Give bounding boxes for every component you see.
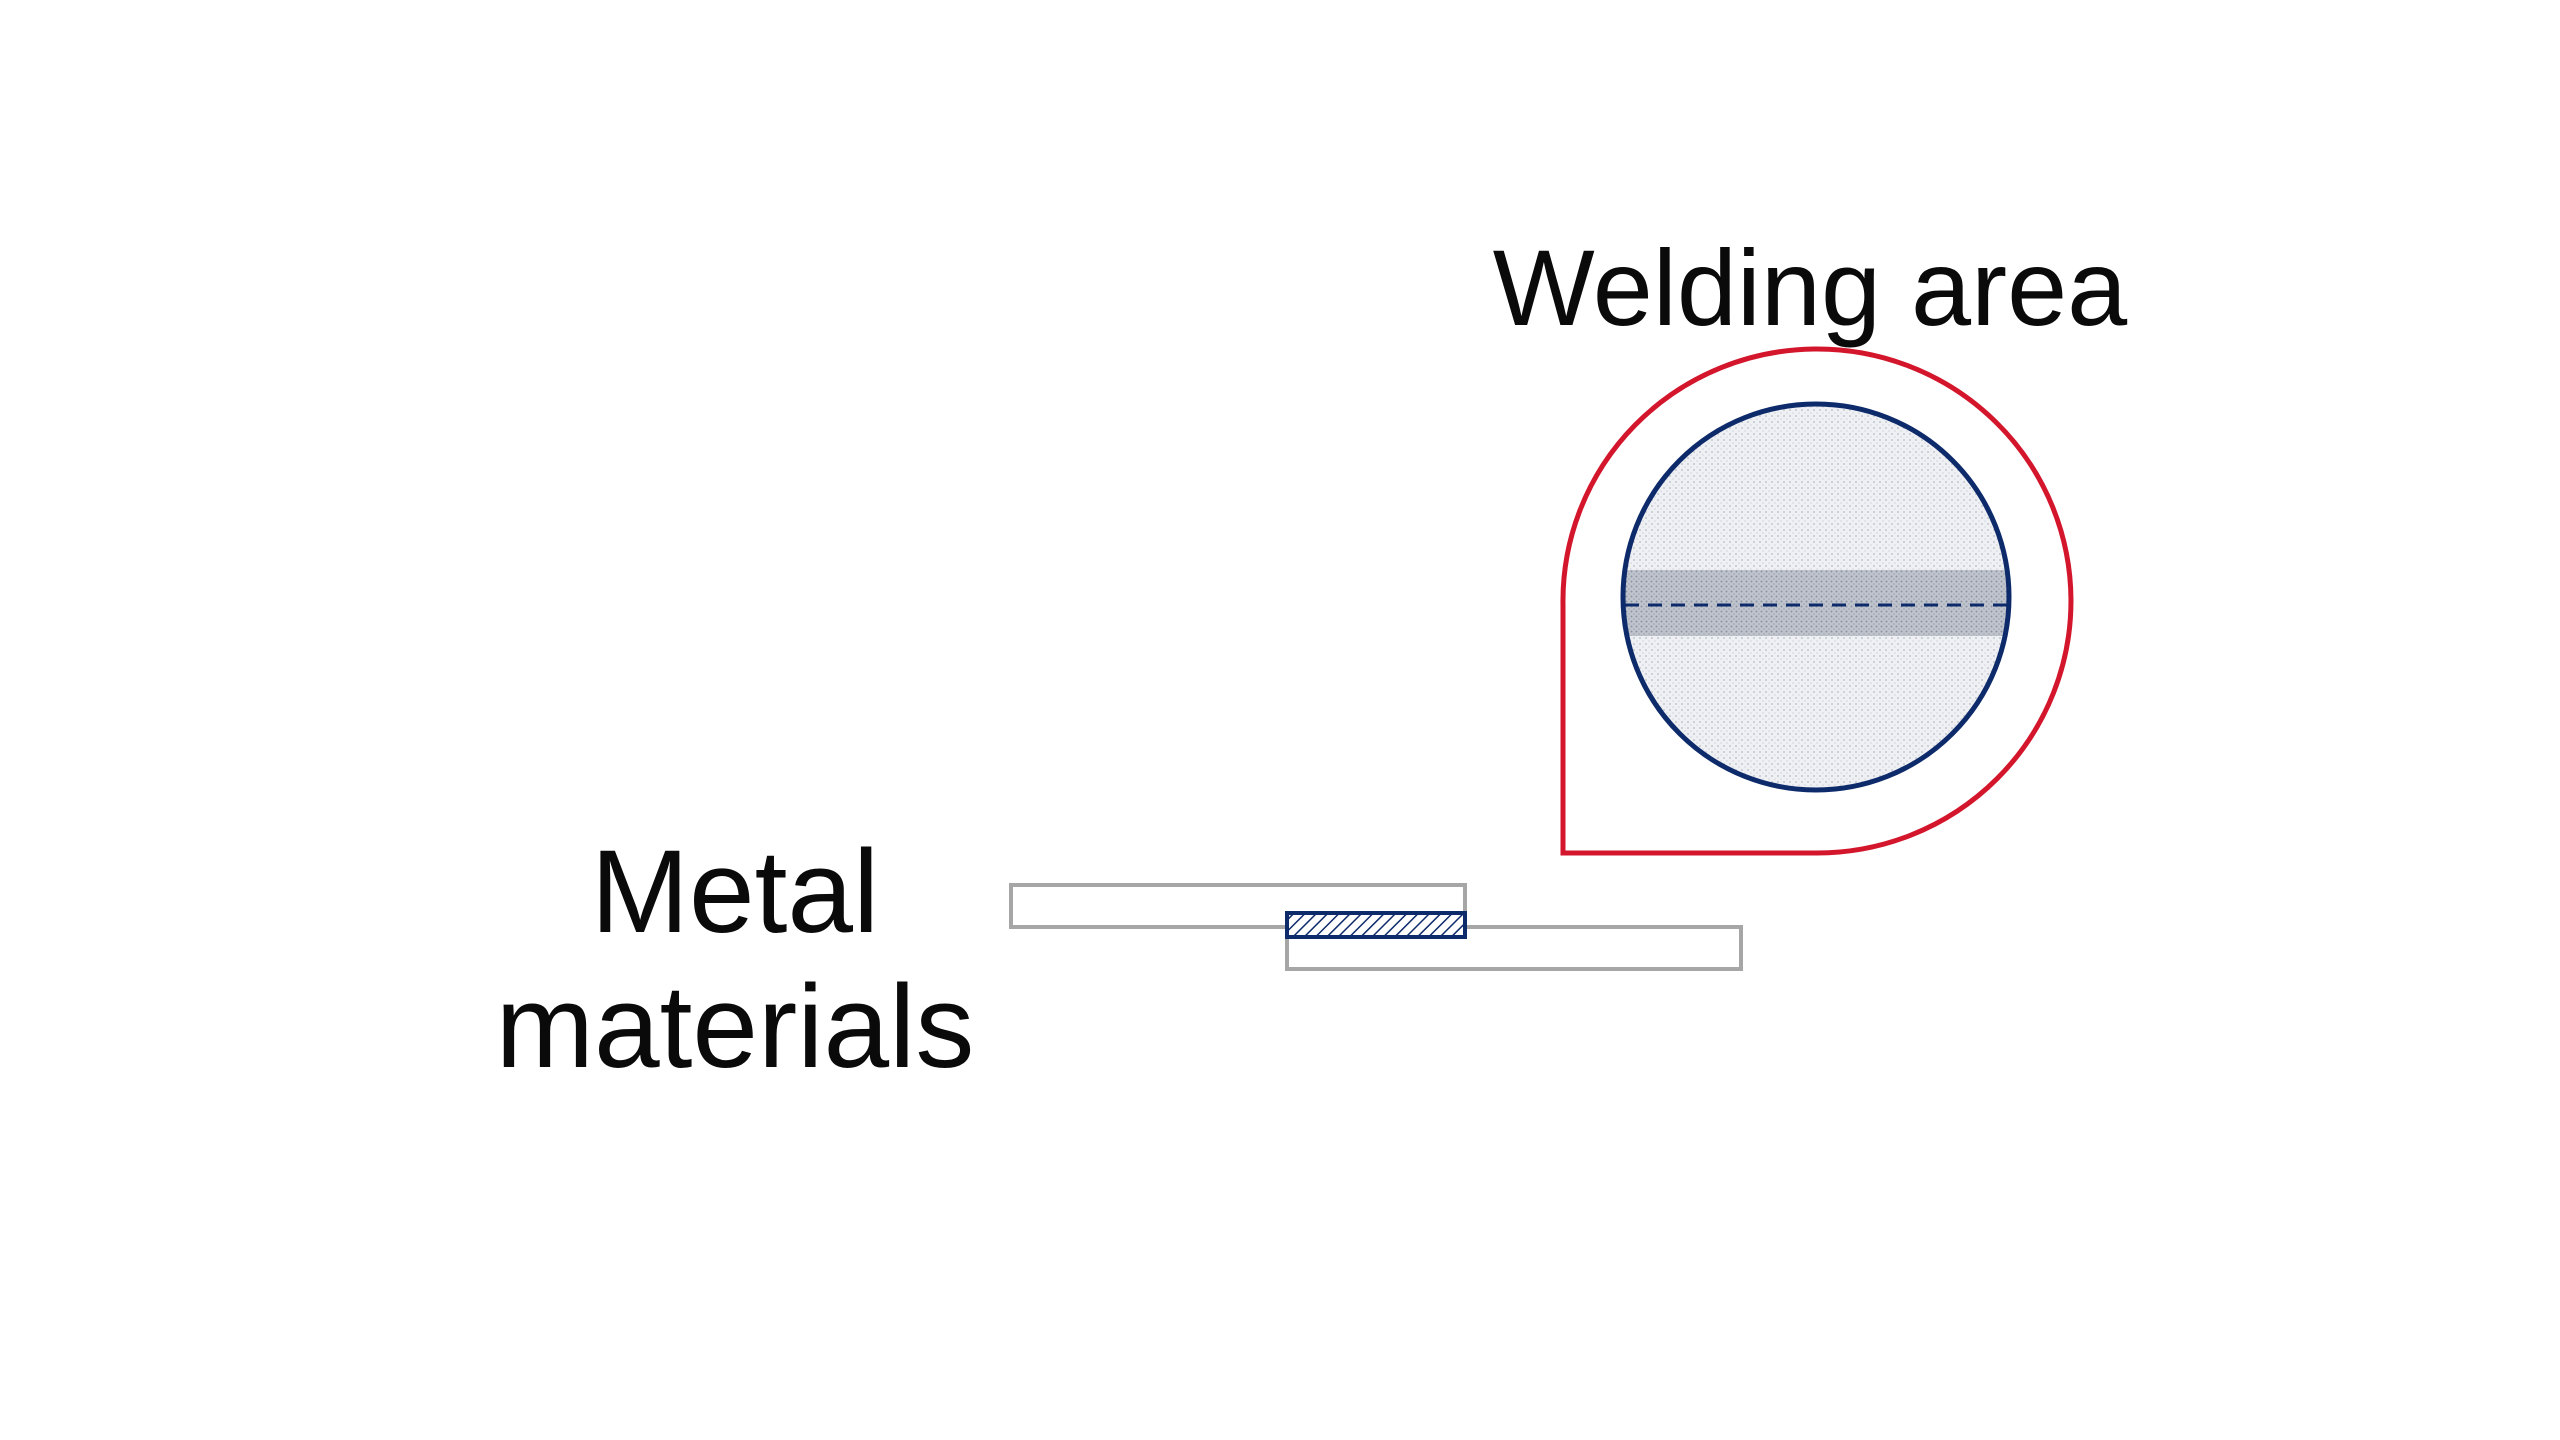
magnifier-circle-outline (1620, 401, 2012, 793)
weld-joint (1285, 911, 1467, 939)
weld-band (1623, 570, 2009, 636)
welding-area-label: Welding area (1492, 227, 2128, 348)
magnified-weld-view (1620, 401, 2012, 793)
metal-materials-label-line-2: materials (495, 961, 975, 1093)
metal-materials-label: Metal materials (460, 825, 1010, 1095)
metal-materials-label-line-1: Metal (590, 826, 880, 958)
